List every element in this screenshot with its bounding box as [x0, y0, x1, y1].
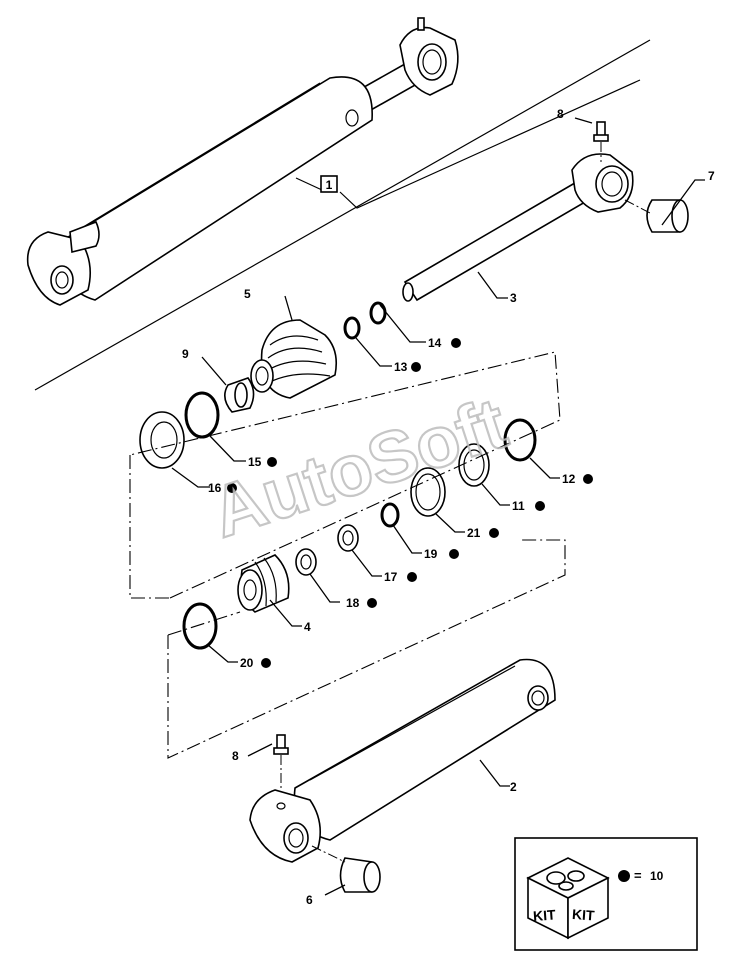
callout-6: 6 [306, 893, 313, 907]
callout-8-top: 8 [557, 107, 564, 121]
callout-8-bottom: 8 [232, 749, 239, 763]
bushing-7 [624, 199, 689, 233]
callout-11: 11 [512, 499, 525, 513]
seal-16 [139, 411, 185, 469]
assembled-cylinder [26, 17, 651, 391]
callout-16: 16 [208, 481, 222, 495]
grease-fitting-bottom [273, 734, 289, 790]
bushing-6 [311, 845, 381, 893]
gland [250, 319, 338, 399]
ring-13 [343, 316, 361, 340]
callout-17: 17 [384, 570, 398, 584]
callout-19: 19 [424, 547, 438, 561]
callout-21: 21 [467, 526, 481, 540]
ring-18 [295, 548, 317, 576]
ring-12 [503, 418, 537, 462]
callout-5: 5 [244, 287, 251, 301]
kit-label-right: KIT [571, 906, 595, 924]
callout-3: 3 [510, 291, 517, 305]
bushing-9 [224, 377, 255, 413]
kit-markers [227, 338, 593, 668]
kit-legend: KIT KIT = 10 [514, 837, 698, 951]
barrel [249, 658, 556, 863]
assembly-label: 1 [326, 178, 333, 192]
callout-20: 20 [240, 656, 254, 670]
callout-18: 18 [346, 596, 360, 610]
ring-14 [369, 301, 387, 325]
piston-rod [402, 153, 634, 302]
callout-7: 7 [708, 169, 715, 183]
grease-fitting-top [593, 121, 609, 162]
ring-17 [337, 524, 359, 552]
kit-label-left: KIT [532, 906, 556, 924]
callout-14: 14 [428, 336, 442, 350]
callout-9: 9 [182, 347, 189, 361]
ring-19 [380, 502, 400, 528]
o-ring-15 [184, 391, 220, 439]
callout-15: 15 [248, 455, 262, 469]
kit-legend-ref: 10 [650, 869, 664, 883]
callout-2: 2 [510, 780, 517, 794]
kit-legend-equals: = [634, 868, 642, 883]
callout-12: 12 [562, 472, 576, 486]
piston [237, 554, 290, 613]
kit-box-icon: KIT KIT [526, 857, 610, 940]
callout-4: 4 [304, 620, 311, 634]
callout-13: 13 [394, 360, 408, 374]
o-ring-20 [182, 602, 218, 650]
